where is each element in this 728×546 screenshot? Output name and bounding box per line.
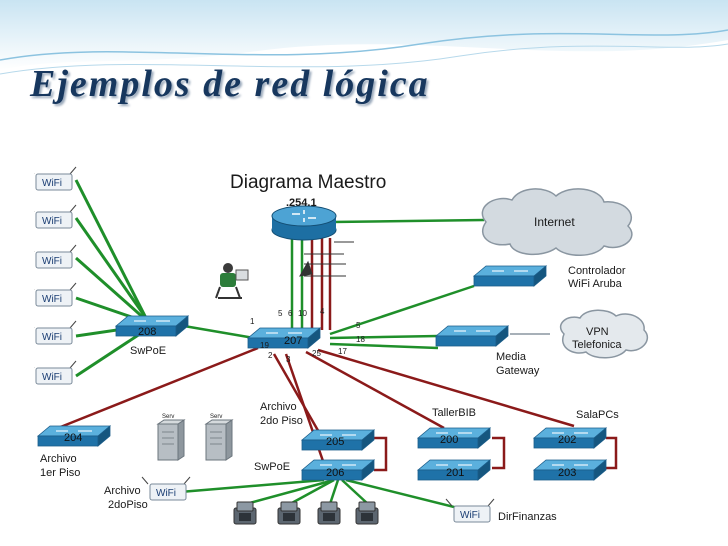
network-diagram: Diagrama Maestro WiFi WiFi WiFi WiFi WiF… xyxy=(34,166,649,525)
svg-text:5: 5 xyxy=(356,321,361,330)
server-label: Serv xyxy=(162,414,174,420)
diagram-title: Diagrama Maestro xyxy=(230,172,386,193)
wave-line xyxy=(0,29,728,61)
svg-text:10: 10 xyxy=(298,309,307,318)
archivo-2do-label: 2do Piso xyxy=(260,415,303,427)
server-icon xyxy=(205,419,233,461)
server-label: Serv xyxy=(210,414,222,420)
wifi-controller-switch xyxy=(473,265,547,287)
switch-number: 208 xyxy=(138,326,156,338)
svg-text:19: 19 xyxy=(260,341,269,350)
svg-text:WiFi: WiFi xyxy=(460,510,480,521)
wifi-access-point: WiFi xyxy=(34,166,77,191)
archivo-1er-label: Archivo xyxy=(40,453,77,465)
ip-phone-icon xyxy=(317,501,341,525)
svg-text:5: 5 xyxy=(278,309,283,318)
salapcs-label: SalaPCs xyxy=(576,409,619,421)
archivo-2dopiso-label: 2doPiso xyxy=(108,499,148,511)
internet-label: Internet xyxy=(534,215,575,229)
wave-line xyxy=(0,43,728,75)
server-icon xyxy=(157,419,185,461)
svg-text:WiFi: WiFi xyxy=(42,256,62,267)
switch-label: SwPoE xyxy=(130,345,166,357)
wifi-access-point: WiFi xyxy=(445,498,495,523)
switch-number: 201 xyxy=(446,467,464,479)
wifi-access-point: WiFi xyxy=(141,476,191,501)
ip-phone-icon xyxy=(233,501,257,525)
svg-text:4: 4 xyxy=(320,307,325,316)
traffic-arrows xyxy=(299,241,354,277)
svg-text:WiFi: WiFi xyxy=(42,216,62,227)
archivo-2dopiso-label: Archivo xyxy=(104,485,141,497)
dirfinanzas-label: DirFinanzas xyxy=(498,511,557,523)
port-numbers: 5 6 10 4 1 5 18 19 2 3 25 17 xyxy=(250,307,365,364)
internet-cloud xyxy=(481,188,633,256)
ip-phone-icon xyxy=(355,501,379,525)
switch-number: 200 xyxy=(440,434,458,446)
media-gateway-label: Media xyxy=(496,351,527,363)
svg-text:18: 18 xyxy=(356,335,365,344)
svg-text:WiFi: WiFi xyxy=(156,488,176,499)
controller-label: WiFi Aruba xyxy=(568,278,623,290)
vpn-cloud xyxy=(559,309,649,359)
svg-text:17: 17 xyxy=(338,347,347,356)
switch-number: 207 xyxy=(284,335,302,347)
svg-text:6: 6 xyxy=(288,309,293,318)
vpn-label: VPN xyxy=(586,326,609,338)
wifi-access-point: WiFi xyxy=(34,320,77,345)
svg-text:1: 1 xyxy=(250,317,255,326)
wifi-access-point: WiFi xyxy=(34,360,77,385)
router-address: .254.1 xyxy=(286,197,317,209)
switch-number: 205 xyxy=(326,436,344,448)
archivo-2do-label: Archivo xyxy=(260,401,297,413)
media-gateway-label: Gateway xyxy=(496,365,540,377)
ip-phone-icon xyxy=(277,501,301,525)
slide-title: Ejemplos de red lógica xyxy=(30,63,430,105)
media-gateway-switch xyxy=(435,325,509,347)
svg-text:WiFi: WiFi xyxy=(42,332,62,343)
svg-text:25: 25 xyxy=(312,349,321,358)
svg-text:WiFi: WiFi xyxy=(42,178,62,189)
svg-text:2: 2 xyxy=(268,351,273,360)
switch-number: 203 xyxy=(558,467,576,479)
switch-label: SwPoE xyxy=(254,461,290,473)
wifi-access-point: WiFi xyxy=(34,282,77,307)
switch-number: 202 xyxy=(558,434,576,446)
core-router xyxy=(271,205,337,241)
svg-text:3: 3 xyxy=(286,355,291,364)
svg-text:WiFi: WiFi xyxy=(42,372,62,383)
admin-user-icon xyxy=(215,263,249,299)
svg-text:WiFi: WiFi xyxy=(42,294,62,305)
switch-number: 204 xyxy=(64,432,82,444)
vpn-label: Telefonica xyxy=(572,339,622,351)
wifi-access-point: WiFi xyxy=(34,244,77,269)
controller-label: Controlador xyxy=(568,265,626,277)
archivo-1er-label: 1er Piso xyxy=(40,467,80,479)
wifi-access-point: WiFi xyxy=(34,204,77,229)
tallerbib-label: TallerBIB xyxy=(432,407,476,419)
switch-number: 206 xyxy=(326,467,344,479)
